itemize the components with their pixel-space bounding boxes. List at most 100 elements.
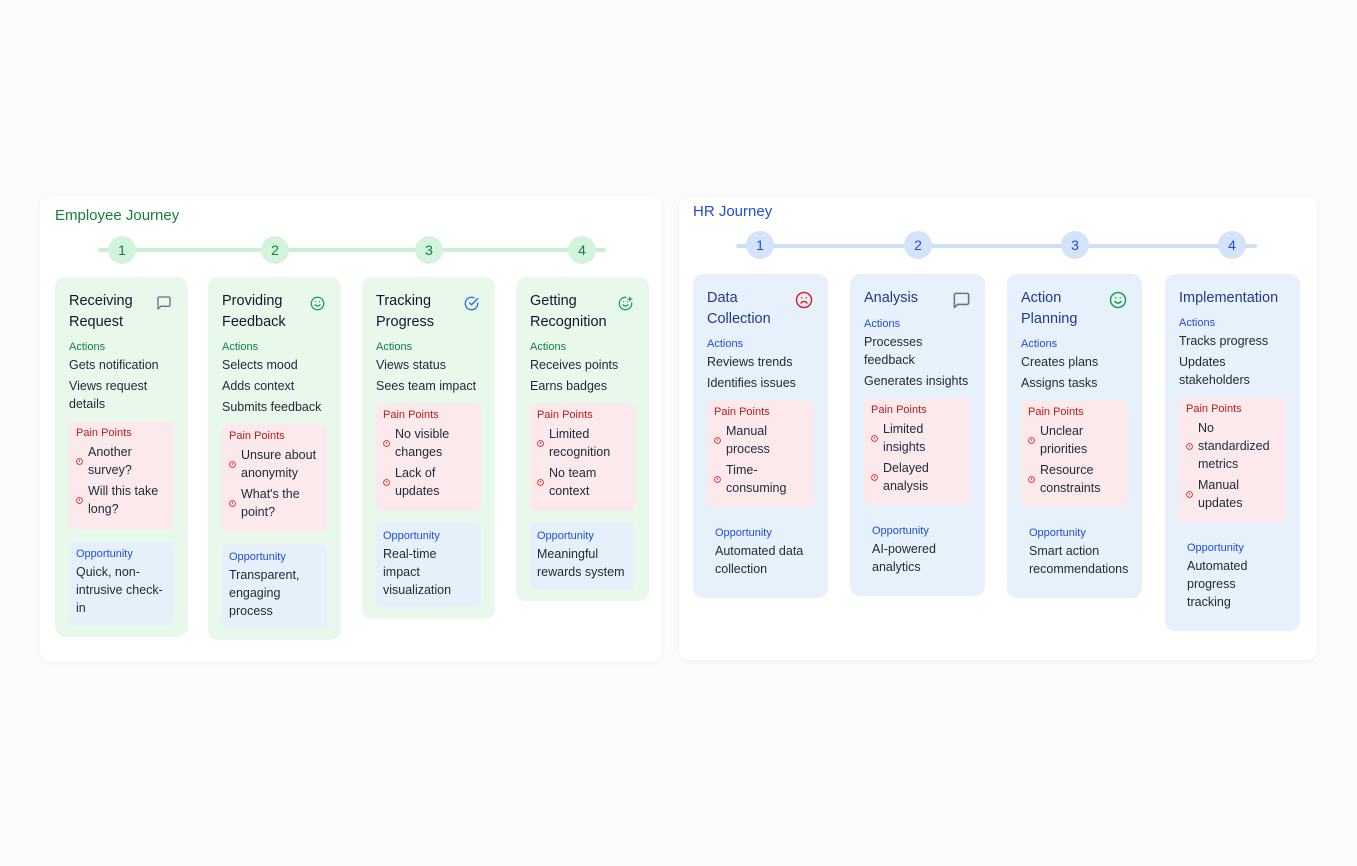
pain-item: No standardized metrics — [1186, 419, 1279, 473]
message-square-icon — [154, 293, 174, 313]
pain-item-text: Delayed analysis — [883, 461, 929, 493]
opportunity-box: Opportunity Real-time impact visualizati… — [376, 523, 481, 607]
pain-item: Delayed analysis — [871, 459, 964, 495]
actions-label: Actions — [530, 341, 567, 353]
alert-circle-icon — [229, 460, 236, 468]
pain-points-label: Pain Points — [229, 430, 285, 442]
employee-card-getting-recognition: Getting Recognition Actions Receives poi… — [516, 277, 649, 601]
alert-circle-icon — [229, 499, 236, 507]
employee-card-tracking-progress: Tracking Progress Actions Views status S… — [362, 277, 495, 619]
action-item: Views status — [376, 358, 446, 372]
actions-label: Actions — [376, 341, 413, 353]
hr-card-implementation: Implementation Actions Tracks progress U… — [1165, 274, 1300, 631]
hr-journey-title: HR Journey — [693, 203, 773, 220]
hr-card-analysis: Analysis Actions Processes feedback Gene… — [850, 274, 985, 596]
action-item: Gets notification — [69, 358, 159, 372]
pain-points-box: Pain Points Manual process Time-consumin… — [707, 400, 814, 508]
alert-circle-icon — [1028, 475, 1035, 483]
alert-circle-icon — [383, 439, 390, 447]
hr-step-1: 1 — [746, 231, 774, 259]
pain-points-label: Pain Points — [537, 409, 593, 421]
opportunity-label: Opportunity — [537, 530, 594, 542]
opportunity-label: Opportunity — [76, 548, 133, 560]
check-circle-icon — [461, 293, 481, 313]
pain-item: Limited insights — [871, 420, 964, 456]
pain-points-box: Pain Points Unsure about anonymity What'… — [222, 424, 327, 532]
pain-item-text: Unsure about anonymity — [241, 448, 317, 480]
pain-item: Will this take long? — [76, 482, 167, 518]
opportunity-box: Opportunity Smart action recommendations — [1021, 520, 1128, 586]
actions-label: Actions — [69, 341, 106, 353]
pain-points-label: Pain Points — [714, 406, 770, 418]
pain-item-text: Will this take long? — [88, 484, 159, 516]
action-item: Processes feedback — [864, 335, 923, 367]
actions-label: Actions — [222, 341, 259, 353]
card-title: Data Collection — [707, 290, 771, 327]
employee-timeline-track — [98, 248, 606, 252]
alert-circle-icon — [714, 436, 721, 444]
pain-item-text: What's the point? — [241, 487, 300, 519]
pain-item-text: Resource constraints — [1040, 463, 1101, 495]
pain-item: What's the point? — [229, 485, 320, 521]
alert-circle-icon — [1186, 490, 1193, 498]
hr-step-4: 4 — [1218, 231, 1246, 259]
opportunity-label: Opportunity — [229, 551, 286, 563]
alert-circle-icon — [871, 473, 878, 481]
actions-list: Views status Sees team impact — [376, 356, 481, 395]
actions-list: Tracks progress Updates stakeholders — [1179, 332, 1286, 389]
smile-icon — [307, 293, 327, 313]
pain-points-label: Pain Points — [1028, 406, 1084, 418]
card-title: Action Planning — [1021, 290, 1078, 327]
actions-list: Receives points Earns badges — [530, 356, 635, 395]
employee-step-4: 4 — [568, 236, 596, 264]
alert-circle-icon — [871, 434, 878, 442]
pain-points-box: Pain Points Unclear priorities Resource … — [1021, 400, 1128, 508]
employee-card-receiving-request: Receiving Request Actions Gets notificat… — [55, 277, 188, 637]
pain-item-text: Manual updates — [1198, 478, 1243, 510]
alert-circle-icon — [537, 439, 544, 447]
action-item: Earns badges — [530, 379, 608, 393]
action-item: Adds context — [222, 379, 295, 393]
pain-item-text: Lack of updates — [395, 466, 440, 498]
card-title: Analysis — [864, 290, 918, 306]
pain-item: Manual process — [714, 422, 807, 458]
pain-points-box: Pain Points No visible changes Lack of u… — [376, 403, 481, 511]
card-title: Providing Feedback — [222, 293, 286, 330]
action-item: Tracks progress — [1179, 334, 1269, 348]
actions-label: Actions — [864, 318, 901, 330]
action-item: Assigns tasks — [1021, 376, 1098, 390]
alert-circle-icon — [537, 478, 544, 486]
pain-points-box: Pain Points Limited insights Delayed ana… — [864, 398, 971, 506]
actions-list: Selects mood Adds context Submits feedba… — [222, 356, 327, 416]
pain-item-text: No team context — [549, 466, 597, 498]
employee-journey-panel: Employee Journey 1 2 3 4 Receiving Reque… — [40, 196, 662, 661]
pain-item: Manual updates — [1186, 476, 1279, 512]
pain-item: Resource constraints — [1028, 461, 1121, 497]
pain-points-box: Pain Points No standardized metrics Manu… — [1179, 397, 1286, 523]
opportunity-box: Opportunity Quick, non-intrusive check-i… — [69, 541, 174, 625]
opportunity-text: AI-powered analytics — [872, 542, 936, 574]
smile-icon — [1108, 290, 1128, 310]
hr-step-2: 2 — [904, 231, 932, 259]
opportunity-text: Automated data collection — [715, 544, 804, 576]
pain-points-label: Pain Points — [383, 409, 439, 421]
actions-list: Reviews trends Identifies issues — [707, 353, 814, 392]
opportunity-text: Smart action recommendations — [1029, 544, 1129, 576]
employee-step-1: 1 — [108, 236, 136, 264]
opportunity-label: Opportunity — [1187, 542, 1244, 554]
hr-card-data-collection: Data Collection Actions Reviews trends I… — [693, 274, 828, 598]
pain-item-text: Limited recognition — [549, 427, 611, 459]
pain-item-text: Another survey? — [88, 445, 132, 477]
hr-timeline-track — [736, 244, 1257, 248]
pain-points-label: Pain Points — [1186, 403, 1242, 415]
pain-item: No visible changes — [383, 425, 474, 461]
actions-label: Actions — [1021, 338, 1058, 350]
opportunity-text: Transparent, engaging process — [229, 568, 300, 618]
action-item: Creates plans — [1021, 355, 1099, 369]
opportunity-label: Opportunity — [715, 527, 772, 539]
employee-step-2: 2 — [261, 236, 289, 264]
action-item: Submits feedback — [222, 400, 322, 414]
hr-step-3: 3 — [1061, 231, 1089, 259]
action-item: Selects mood — [222, 358, 298, 372]
employee-step-3: 3 — [415, 236, 443, 264]
